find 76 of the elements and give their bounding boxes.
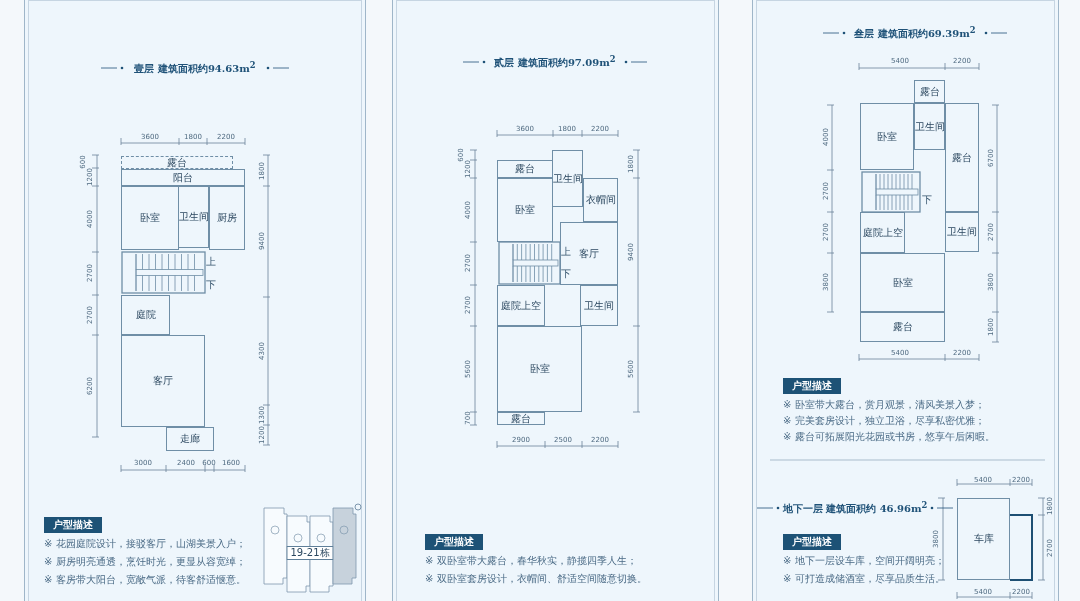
room-outline — [914, 103, 945, 150]
room-name: 露台 — [515, 164, 535, 174]
description-text: ※ 可打造成储酒室，尽享品质生活。 — [783, 573, 945, 585]
description-text: ※ 完美套房设计，独立卫浴，尽享私密优雅； — [783, 415, 985, 427]
floor-title: 叁层 建筑面积约69.39m$^{2}$ — [854, 24, 976, 42]
floor-title: 贰层 建筑面积约97.09m$^{2}$ — [494, 53, 616, 71]
section-heading: 户型描述 — [783, 534, 841, 550]
room-outline — [497, 326, 582, 412]
room-outline — [209, 186, 245, 250]
room-name: 卫生间 — [584, 300, 614, 311]
room-outline — [497, 412, 545, 425]
description-text: ※ 双卧室带大露台，春华秋实，静揽四季人生； — [425, 555, 637, 567]
room-name: 露台 — [952, 152, 972, 163]
room-name: 露台 — [167, 157, 187, 168]
room-name: 衣帽间 — [585, 195, 616, 205]
section-heading: 户型描述 — [783, 378, 841, 394]
description-text: ※ 地下一层设车库，空间开阔明亮； — [783, 555, 945, 567]
section-heading: 户型描述 — [44, 517, 102, 533]
section-heading: 户型描述 — [425, 534, 483, 550]
room-name: 卫生间 — [552, 173, 583, 184]
floor-title: 壹层 建筑面积约94.63m$^{2}$ — [134, 59, 256, 77]
stair-direction: 下 — [922, 195, 932, 205]
room-name: 卫生间 — [947, 227, 977, 237]
description-text: ※ 露台可拓展阳光花园或书房，悠享午后闲暇。 — [783, 431, 995, 443]
description-text: ※ 花园庭院设计，接驳客厅，山湖美景入户； — [44, 538, 246, 550]
room-outline — [583, 178, 618, 222]
room-outline — [497, 285, 545, 326]
stair-direction: 上 — [561, 247, 571, 257]
room-outline — [860, 103, 914, 170]
room-name: 卧室 — [892, 277, 913, 288]
room-outline — [497, 178, 553, 242]
room-outline — [166, 427, 214, 451]
room-name: 露台 — [919, 86, 940, 97]
description-text: ※ 卧室带大露台，赏月观景，清风美景入梦； — [783, 399, 985, 411]
room-outline — [860, 253, 945, 312]
room-name: 卫生间 — [178, 212, 209, 222]
room-name: 厨房 — [217, 213, 237, 223]
room-outline — [945, 212, 979, 252]
room-outline — [121, 156, 233, 169]
room-outline — [957, 498, 1010, 580]
room-outline — [497, 160, 553, 178]
room-outline — [914, 80, 945, 103]
room-name: 露台 — [511, 413, 531, 424]
floor-title: 地下一层 建筑面积约 46.96m$^{2}$ — [782, 499, 928, 517]
stair-direction: 下 — [206, 280, 216, 290]
room-name: 阳台 — [173, 172, 193, 183]
room-outline — [121, 169, 245, 186]
room-outline — [860, 312, 945, 342]
room-outline — [552, 150, 583, 207]
room-name: 卫生间 — [914, 121, 945, 132]
stair-direction: 上 — [206, 257, 216, 267]
room-name: 卧室 — [529, 364, 550, 374]
room-outline — [121, 295, 170, 335]
room-name: 卧室 — [140, 213, 160, 223]
room-name: 庭院 — [135, 310, 156, 320]
description-text: ※ 客房带大阳台，宽敞气派，待客舒适惬意。 — [44, 574, 246, 586]
room-name: 卧室 — [877, 131, 897, 142]
room-outline — [580, 285, 618, 326]
room-name: 露台 — [892, 322, 913, 332]
room-outline — [178, 186, 209, 248]
room-name: 庭院上空 — [501, 300, 541, 311]
room-name: 车库 — [973, 534, 994, 544]
room-name: 客厅 — [579, 248, 599, 259]
room-name: 客厅 — [153, 376, 173, 386]
building-label: 19-21栋 — [286, 546, 334, 560]
room-outline — [121, 335, 205, 427]
room-name: 庭院上空 — [862, 227, 903, 238]
stair-direction: 下 — [561, 269, 571, 279]
room-outline — [121, 186, 179, 250]
description-text: ※ 厨房明亮通透，烹饪时光，更显从容宽绰； — [44, 556, 246, 568]
room-outline — [860, 212, 905, 253]
description-text: ※ 双卧室套房设计，衣帽间、舒适空间随意切换。 — [425, 573, 647, 585]
room-name: 走廊 — [180, 434, 200, 444]
room-outline — [945, 103, 979, 212]
room-outline — [560, 222, 618, 285]
room-name: 卧室 — [515, 205, 535, 215]
